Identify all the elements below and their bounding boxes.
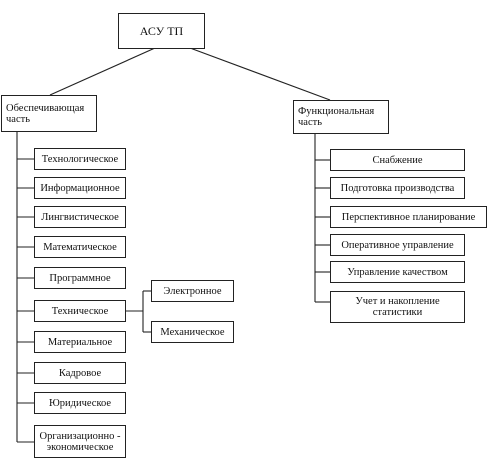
support-item-box-technical: Техническое — [34, 300, 126, 322]
function-item-label: Управление качеством — [347, 266, 448, 278]
support-item-label: Материальное — [47, 336, 113, 348]
support-part-label: Обеспечивающая часть — [6, 102, 85, 125]
function-item-label: Перспективное планирование — [341, 211, 476, 223]
technical-subitem-box: Электронное — [151, 280, 234, 302]
support-item-label: Технологическое — [41, 153, 119, 165]
technical-subitem-label: Электронное — [163, 285, 222, 297]
function-item-label: Подготовка производства — [340, 182, 455, 194]
function-item-label: Снабжение — [372, 154, 423, 166]
function-item-box: Подготовка производства — [330, 177, 465, 199]
support-item-label: Информационное — [40, 182, 120, 194]
function-item-label: Оперативное управление — [341, 239, 454, 251]
support-item-label: Юридическое — [48, 397, 112, 409]
root-to-left-line — [49, 47, 156, 96]
support-item-box: Организационно - экономическое — [34, 425, 126, 458]
function-item-box: Учет и накопление статистики — [330, 291, 465, 323]
support-item-box: Математическое — [34, 236, 126, 258]
functional-part-label: Функциональная часть — [298, 106, 375, 128]
support-item-label: Техническое — [51, 305, 109, 317]
root-node-label: АСУ ТП — [139, 23, 184, 38]
function-item-box: Оперативное управление — [330, 234, 465, 256]
function-item-box: Управление качеством — [330, 261, 465, 283]
support-item-box: Информационное — [34, 177, 126, 199]
technical-subitem-box: Механическое — [151, 321, 234, 343]
support-item-box: Лингвистическое — [34, 206, 126, 228]
support-item-box: Материальное — [34, 331, 126, 353]
function-item-box: Перспективное планирование — [330, 206, 487, 228]
support-item-label: Программное — [49, 272, 111, 284]
support-item-label: Кадровое — [58, 367, 102, 379]
support-item-box: Юридическое — [34, 392, 126, 414]
support-item-box: Программное — [34, 267, 126, 289]
support-item-box: Технологическое — [34, 148, 126, 170]
support-part-box: Обеспечивающая часть — [1, 95, 97, 132]
function-item-box: Снабжение — [330, 149, 465, 171]
root-to-right-line — [189, 47, 331, 101]
support-item-label: Организационно - экономическое — [39, 430, 121, 453]
support-item-label: Лингвистическое — [41, 211, 119, 223]
function-item-label: Учет и накопление статистики — [355, 296, 440, 318]
technical-subitem-label: Механическое — [160, 326, 225, 338]
support-item-label: Математическое — [43, 241, 117, 253]
root-node-box: АСУ ТП — [118, 13, 205, 49]
support-item-box: Кадровое — [34, 362, 126, 384]
functional-part-box: Функциональная часть — [293, 100, 389, 134]
